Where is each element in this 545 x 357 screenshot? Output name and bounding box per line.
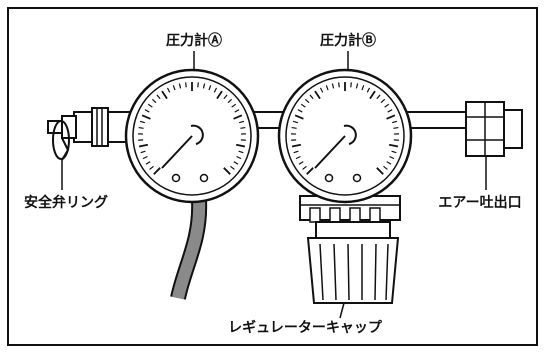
regulator-cap-leader: [340, 303, 344, 318]
safety-valve: [48, 108, 132, 190]
diagram-border: [8, 8, 537, 345]
gauge-tick: [139, 128, 144, 129]
gauge-tick: [393, 128, 398, 129]
label-gauge-a: 圧力計Ⓐ: [166, 32, 222, 49]
gauge-tick: [240, 128, 245, 129]
gauge-tick: [351, 82, 352, 87]
gauge-tick: [292, 128, 297, 129]
air-outlet: [398, 102, 522, 190]
label-regulator-cap: レギュレーターキャップ: [228, 319, 383, 336]
gauge-tick: [186, 82, 187, 87]
pressure-gauge-b: [279, 70, 411, 202]
gauge-tick: [339, 82, 340, 87]
pressure-gauge-a: [126, 70, 258, 202]
regulator-cap: [308, 222, 398, 318]
gauge-tick: [198, 82, 199, 87]
label-air-outlet: エアー吐出口: [438, 194, 521, 211]
label-safety-valve-ring: 安全弁リング: [24, 194, 108, 211]
hose: [178, 200, 199, 298]
label-gauge-b: 圧力計Ⓑ: [320, 32, 376, 49]
